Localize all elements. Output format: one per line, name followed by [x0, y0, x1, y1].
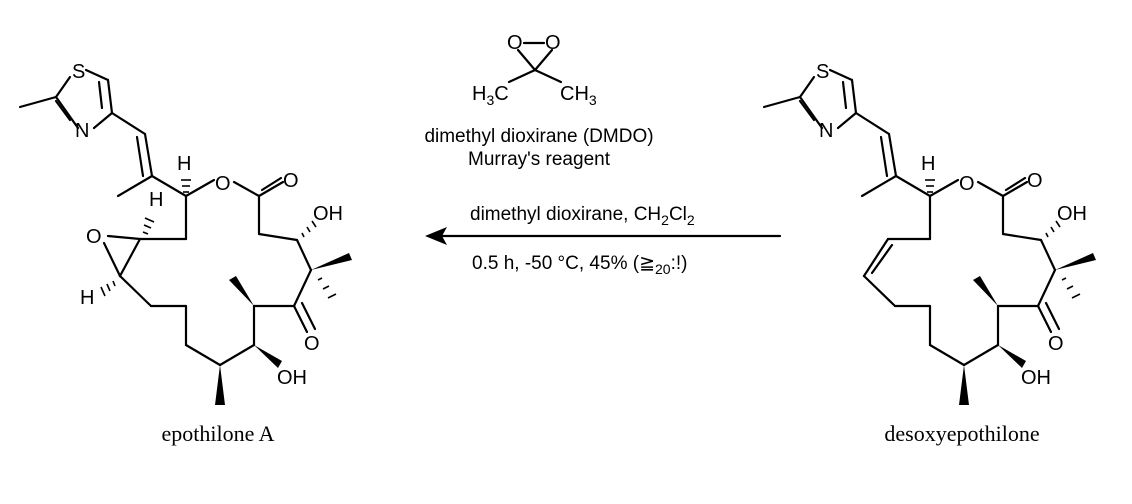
atom-label-n: N	[75, 120, 89, 142]
atom-label-o: O	[86, 226, 102, 248]
reagent-name-line2: Murray's reagent	[468, 149, 611, 170]
reaction-arrow	[425, 227, 782, 245]
starting-material-name: desoxyepothilone	[884, 421, 1039, 446]
epothilone-a-structure	[18, 68, 352, 405]
atom-label-h: H	[80, 287, 94, 309]
atom-label-h: H	[921, 153, 935, 175]
atom-label-oh: OH	[1021, 367, 1051, 389]
atom-label-h: H	[177, 153, 191, 175]
atom-label-o: O	[545, 32, 561, 54]
atom-label-s: S	[816, 61, 829, 83]
atom-label-o: O	[1048, 333, 1064, 355]
atom-label-o: O	[215, 173, 231, 195]
atom-label-o: O	[507, 32, 523, 54]
desoxyepothilone-structure	[762, 68, 1096, 405]
atom-label-oh: OH	[1057, 203, 1087, 225]
atom-label-s: S	[72, 61, 85, 83]
conditions-line2: 0.5 h, -50 °C, 45% (≧20:!)	[472, 253, 687, 277]
methyl-label-right: CH3	[560, 83, 597, 108]
atom-label-o: O	[1027, 170, 1043, 192]
methyl-label-left: H3C	[472, 83, 509, 108]
atom-label-oh: OH	[277, 367, 307, 389]
atom-label-h: H	[149, 189, 163, 211]
atom-label-n: N	[819, 120, 833, 142]
reagent-name-line1: dimethyl dioxirane (DMDO)	[424, 126, 653, 147]
product-name: epothilone A	[161, 421, 274, 446]
atom-label-o: O	[283, 170, 299, 192]
dmdo-structure	[507, 41, 563, 84]
atom-label-o: O	[959, 173, 975, 195]
atom-label-oh: OH	[313, 203, 343, 225]
conditions-line1: dimethyl dioxirane, CH2Cl2	[470, 204, 695, 228]
atom-label-o: O	[304, 333, 320, 355]
